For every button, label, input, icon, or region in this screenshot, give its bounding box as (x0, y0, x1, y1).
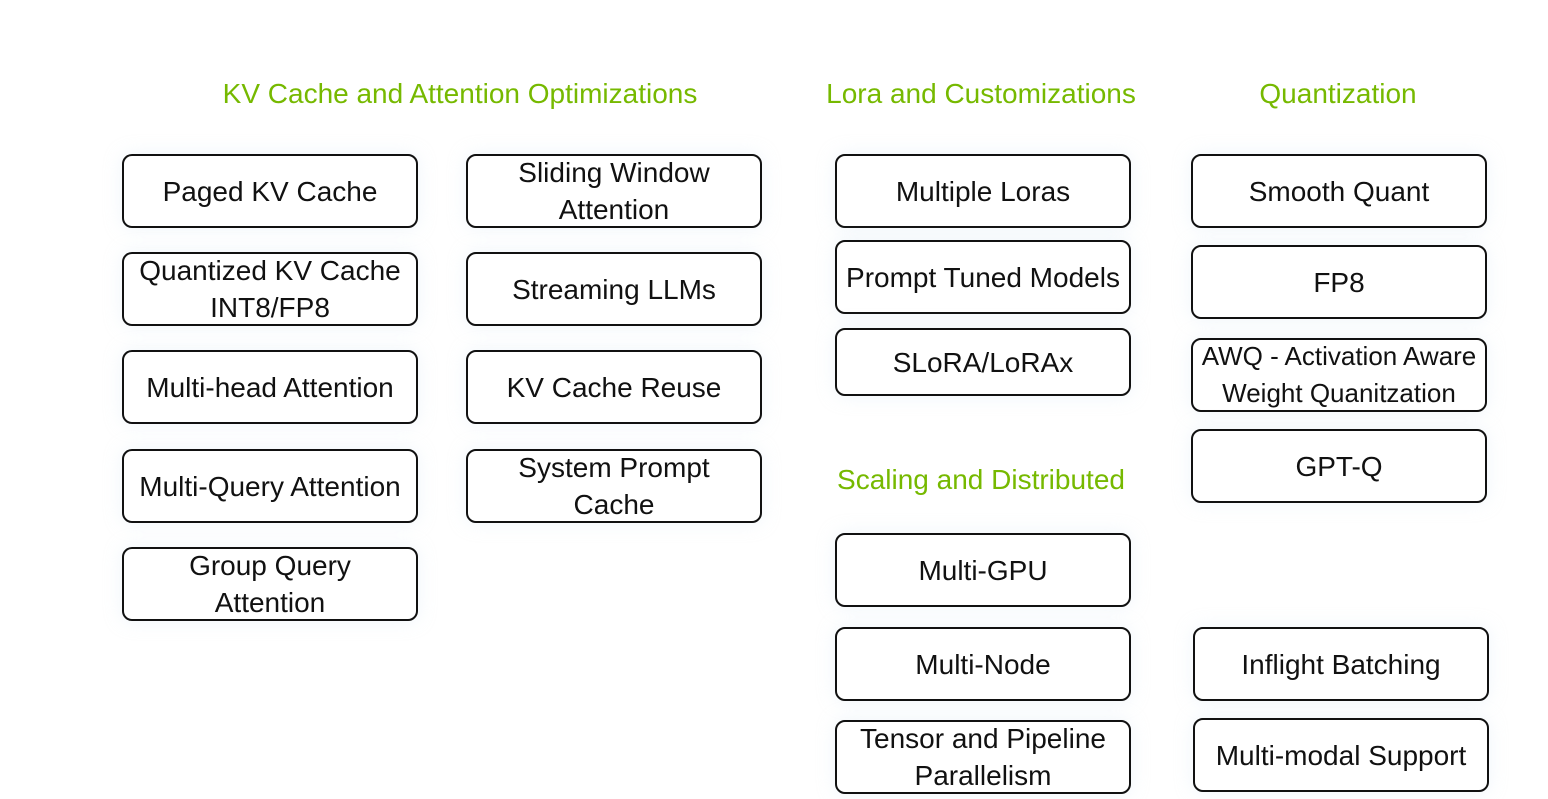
box-multi-modal-support: Multi-modal Support (1193, 718, 1489, 792)
box-multi-head-attention: Multi-head Attention (122, 350, 418, 424)
heading-kv-cache-attention: KV Cache and Attention Optimizations (222, 78, 698, 109)
box-multi-gpu: Multi-GPU (835, 533, 1131, 607)
heading-quantization: Quantization (1259, 78, 1417, 109)
box-kv-cache-reuse: KV Cache Reuse (466, 350, 762, 424)
box-system-prompt-cache: System Prompt Cache (466, 449, 762, 523)
heading-scaling-distributed: Scaling and Distributed (837, 464, 1125, 495)
box-awq: AWQ - Activation Aware Weight Quanitzati… (1191, 338, 1487, 412)
box-paged-kv-cache: Paged KV Cache (122, 154, 418, 228)
heading-lora-customizations: Lora and Customizations (826, 78, 1136, 109)
box-inflight-batching: Inflight Batching (1193, 627, 1489, 701)
box-slora-lorax: SLoRA/LoRAx (835, 328, 1131, 396)
box-sliding-window-attention: Sliding Window Attention (466, 154, 762, 228)
box-smooth-quant: Smooth Quant (1191, 154, 1487, 228)
box-multi-query-attention: Multi-Query Attention (122, 449, 418, 523)
box-multiple-loras: Multiple Loras (835, 154, 1131, 228)
box-multi-node: Multi-Node (835, 627, 1131, 701)
box-group-query-attention: Group Query Attention (122, 547, 418, 621)
box-tensor-pipeline-parallelism: Tensor and Pipeline Parallelism (835, 720, 1131, 794)
box-quantized-kv-cache: Quantized KV Cache INT8/FP8 (122, 252, 418, 326)
box-streaming-llms: Streaming LLMs (466, 252, 762, 326)
box-prompt-tuned-models: Prompt Tuned Models (835, 240, 1131, 314)
box-fp8: FP8 (1191, 245, 1487, 319)
box-gpt-q: GPT-Q (1191, 429, 1487, 503)
